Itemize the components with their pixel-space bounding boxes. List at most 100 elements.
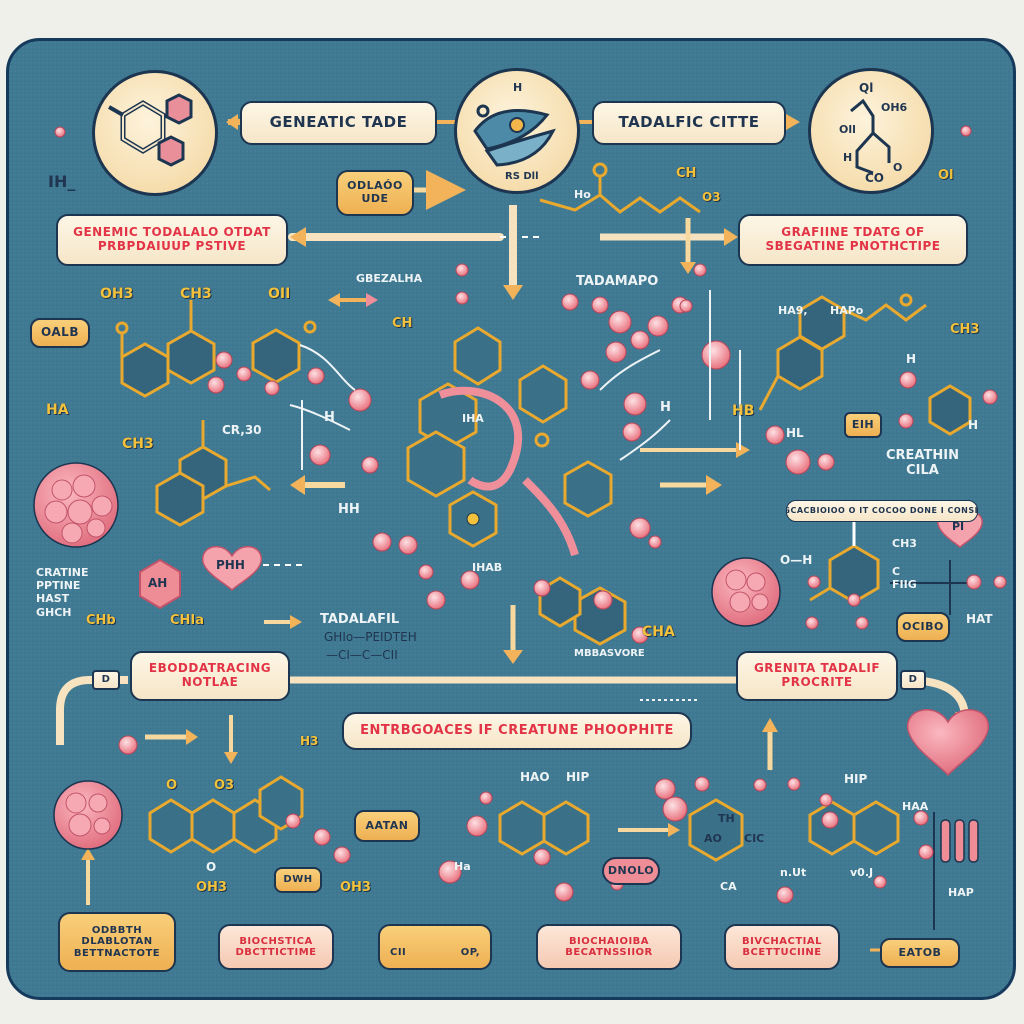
atom-sphere	[623, 392, 647, 416]
label-tadalafil-formula: —CI—C—CII	[326, 648, 398, 662]
atom-sphere	[753, 778, 767, 792]
atom-sphere	[207, 376, 225, 394]
atom-label: HA9,	[778, 304, 808, 317]
atom-label: O3	[214, 778, 235, 793]
atom-sphere	[966, 574, 982, 590]
atom-sphere	[608, 310, 632, 334]
box-label: OP,	[460, 947, 480, 959]
box-ocibo[interactable]: OCIBO	[896, 612, 950, 642]
box-genemic-todalalo[interactable]: GENEMIC TODALALO OTDAT PRBPDAIUUP PSTIVE	[56, 214, 288, 266]
atom-sphere	[847, 593, 861, 607]
atom-sphere	[533, 579, 551, 597]
atom-sphere	[309, 444, 331, 466]
heart-icon	[202, 545, 262, 592]
atom-sphere	[348, 388, 372, 412]
molecule-lower-right	[688, 798, 900, 862]
atom-sphere	[455, 291, 469, 305]
atom-sphere	[418, 564, 434, 580]
atom-sphere	[333, 846, 351, 864]
box-aatan[interactable]: AATAN	[354, 810, 420, 842]
atom-label: HIP	[566, 770, 590, 784]
atom-sphere	[591, 296, 609, 314]
ol-label: Ol	[938, 168, 954, 183]
label-o-h: O—H	[780, 553, 813, 567]
atom-sphere	[307, 367, 325, 385]
atom-sphere	[693, 263, 707, 277]
atom-label: HAA	[902, 800, 929, 813]
atom-sphere	[662, 796, 688, 822]
box-odlaoo-ude[interactable]: ODLAÓO UDE	[336, 170, 414, 216]
atom-sphere	[533, 848, 551, 866]
atom-sphere	[54, 126, 66, 138]
atom-label: v0.J	[850, 866, 874, 879]
box-eatob[interactable]: EATOB	[880, 938, 960, 968]
circle-label: RS Dll	[505, 171, 539, 182]
label-h: H	[660, 400, 671, 415]
atom-sphere	[819, 793, 833, 807]
atom-sphere	[460, 570, 480, 590]
molecule-lower-mid	[498, 800, 590, 856]
box-genetic-tade[interactable]: GENEATIC TADE	[240, 101, 437, 145]
atom-label: O	[166, 778, 178, 793]
box-eih[interactable]: EIH	[844, 412, 882, 438]
atom-label: AO	[704, 832, 722, 845]
box-biochaioiba[interactable]: BIOCHAIOIBA BECATNSSIIOR	[536, 924, 682, 970]
box-grafiine-tdatg[interactable]: GRAFIINE TDATG OF SBEGATINE PNOTHCTIPE	[738, 214, 968, 266]
box-dwh[interactable]: DWH	[274, 867, 322, 893]
atom-sphere	[776, 886, 794, 904]
label-creatin-cila: CREATHIN CILA	[886, 448, 959, 478]
atom-sphere	[679, 299, 693, 313]
atom-label: O	[893, 161, 903, 174]
atom-sphere	[361, 456, 379, 474]
box-tadalfic-citte[interactable]: TADALFIC CITTE	[592, 101, 786, 145]
atom-label: Ql	[859, 81, 874, 95]
atom-sphere	[455, 263, 469, 277]
chain-label: CH	[676, 166, 697, 181]
label-c: C	[892, 565, 901, 578]
atom-sphere	[918, 844, 934, 860]
label-ch3: CH3	[180, 286, 212, 302]
atom-sphere	[701, 340, 731, 370]
atom-sphere	[855, 616, 869, 630]
atom-sphere	[593, 590, 613, 610]
label-creatine-peptide: CRATINE PPTINE HAST GHCH	[36, 566, 89, 619]
label-cr30: CR,30	[222, 423, 262, 437]
banner-entrbgoaces[interactable]: ENTRBGOACES IF CREATUNE PHOOPHITE	[342, 712, 692, 750]
atom-label: CH3	[950, 322, 980, 337]
atom-label: HAP	[948, 886, 974, 899]
label-oh3: OH3	[196, 880, 227, 895]
label-tadalafil: TADALAFIL	[320, 612, 400, 627]
atom-sphere	[285, 813, 301, 829]
pill-dnolo[interactable]: DNOLO	[602, 857, 660, 885]
label-center-ch: CH	[392, 316, 413, 331]
label-oh3: OH3	[340, 880, 371, 895]
atom-sphere	[982, 389, 998, 405]
box-grenita-tadalif[interactable]: GRENITA TADALIF PROCRITE	[736, 651, 898, 701]
atom-sphere	[215, 351, 233, 369]
label-ha: HA	[46, 402, 69, 418]
label-ch-left: CHb	[86, 613, 116, 628]
atom-label: H3	[300, 734, 319, 748]
atom-sphere	[654, 778, 676, 800]
atom-label: CA	[720, 880, 737, 893]
atom-sphere	[993, 575, 1007, 589]
atom-sphere	[313, 828, 331, 846]
atom-label: HAO	[520, 770, 550, 784]
box-bivchactial[interactable]: BIVCHACTIAL BCETTUCIINE	[724, 924, 840, 970]
molecule-central	[406, 326, 613, 548]
atom-label: HAPo	[830, 304, 864, 317]
box-oalb[interactable]: OALB	[30, 318, 90, 348]
atom-sphere	[605, 341, 627, 363]
label-tadalafil-formula: GHIo—PEIDTEH	[324, 630, 417, 644]
chain-label: O3	[702, 190, 721, 204]
box-odbbth[interactable]: ODBBTH DLABLOTAN BETTNACTOTE	[58, 912, 176, 972]
box-cii-op[interactable]: CII OP,	[378, 924, 492, 970]
chain-molecule-icon	[850, 98, 891, 175]
box-ebodda-tracing[interactable]: EBODDATRACING NOTLAE	[130, 651, 290, 701]
label-hat: HAT	[966, 612, 993, 626]
atom-spheres	[54, 125, 1007, 904]
box-biochstica[interactable]: BIOCHSTICA DBCTTICTIME	[218, 924, 334, 970]
atom-sphere	[398, 535, 418, 555]
atom-sphere	[785, 449, 811, 475]
ih-label: IH_	[48, 172, 76, 191]
